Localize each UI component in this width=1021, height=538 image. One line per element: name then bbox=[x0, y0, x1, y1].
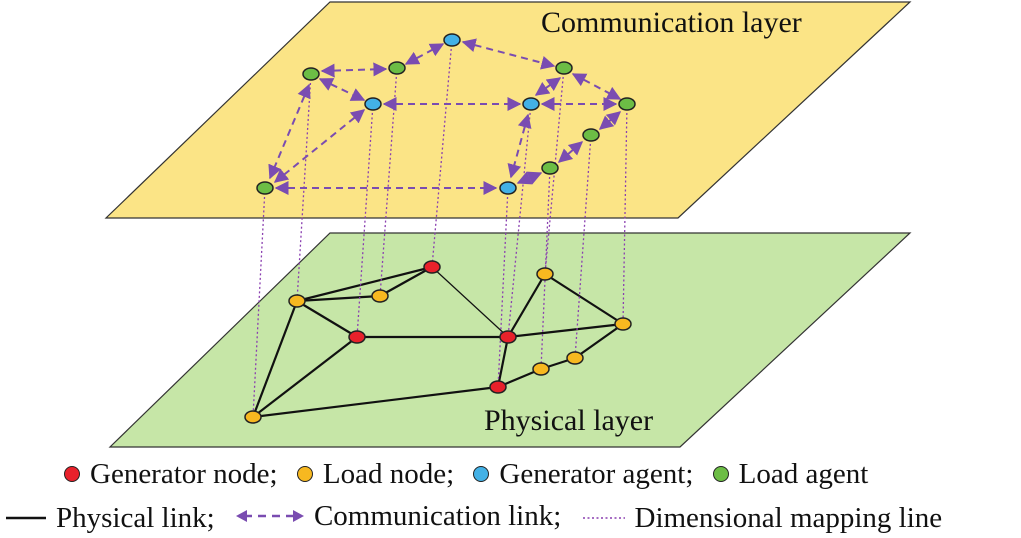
load-agent bbox=[555, 61, 573, 75]
generator-agent bbox=[443, 33, 461, 47]
load-node bbox=[244, 410, 262, 424]
physical-link bbox=[507, 273, 546, 338]
generator-agent bbox=[522, 97, 540, 111]
physical-link bbox=[296, 300, 358, 338]
legend-generator-node: Generator node; bbox=[64, 458, 278, 490]
load-node bbox=[614, 317, 632, 331]
generator-node-swatch bbox=[64, 466, 80, 482]
physical-link bbox=[252, 336, 358, 418]
physical-link bbox=[379, 266, 433, 297]
physical-link bbox=[574, 323, 624, 359]
legend-communication-link: Communication link; bbox=[234, 500, 561, 532]
communication-link bbox=[507, 113, 532, 179]
generator-agent bbox=[499, 181, 517, 195]
load-agent-swatch bbox=[712, 466, 729, 482]
physical-link bbox=[296, 265, 433, 303]
load-node bbox=[288, 294, 306, 308]
generator-agent bbox=[364, 97, 382, 111]
communication-link-swatch bbox=[235, 510, 304, 522]
physical-link bbox=[496, 336, 510, 388]
communication-link bbox=[461, 38, 556, 70]
communication-links bbox=[268, 38, 622, 195]
generator-node bbox=[489, 380, 507, 394]
legend-generator-agent-label: Generator agent; bbox=[499, 458, 694, 490]
mapping-line bbox=[431, 39, 453, 268]
load-node-swatch bbox=[296, 466, 313, 482]
communication-link bbox=[516, 171, 543, 185]
physical-link bbox=[251, 300, 299, 418]
legend-mapping-line-label: Dimensional mapping line bbox=[634, 502, 943, 534]
communication-link bbox=[318, 78, 366, 101]
mapping-line-swatch bbox=[582, 517, 625, 519]
mapping-line bbox=[544, 67, 565, 275]
load-agent bbox=[582, 128, 600, 142]
communication-link bbox=[571, 73, 622, 100]
legend-load-node-label: Load node; bbox=[322, 458, 455, 490]
physical-link bbox=[507, 322, 624, 339]
layered-network-diagram: Communication layer Physical layer bbox=[104, 1, 912, 448]
legend-physical-link-label: Physical link; bbox=[56, 502, 215, 534]
legend-load-agent-label: Load agent bbox=[738, 458, 869, 490]
mapping-line bbox=[622, 103, 628, 325]
legend-communication-link-label: Communication link; bbox=[313, 500, 562, 532]
load-node bbox=[566, 351, 584, 365]
legend-generator-agent: Generator agent; bbox=[473, 458, 693, 490]
communication-link bbox=[598, 111, 622, 130]
legend-load-node: Load node; bbox=[296, 458, 455, 490]
load-agent bbox=[256, 181, 274, 195]
load-agent bbox=[541, 161, 559, 175]
load-node bbox=[532, 362, 550, 376]
generator-node bbox=[423, 260, 441, 274]
legend-generator-node-label: Generator node; bbox=[90, 458, 278, 490]
physical-link-swatch bbox=[6, 516, 46, 520]
communication-link bbox=[557, 141, 584, 163]
legend-mapping-line: Dimensional mapping line bbox=[581, 502, 943, 534]
physical-layer-label: Physical layer bbox=[484, 404, 653, 437]
physical-link bbox=[544, 273, 624, 325]
physical-link bbox=[296, 294, 381, 303]
communication-link bbox=[534, 77, 562, 96]
generator-node bbox=[499, 330, 517, 344]
generator-agent-swatch bbox=[473, 466, 490, 482]
communication-agents bbox=[256, 33, 636, 195]
generator-node bbox=[348, 330, 366, 344]
legend-line-types: Physical link; Communication link; Dimen… bbox=[0, 499, 1021, 534]
load-agent bbox=[388, 61, 406, 75]
mapping-line bbox=[356, 103, 374, 338]
mapping-line bbox=[574, 134, 592, 359]
mapping-line bbox=[507, 103, 532, 338]
physical-link bbox=[431, 266, 509, 338]
load-agent bbox=[618, 97, 636, 111]
communication-link bbox=[320, 62, 388, 78]
load-node bbox=[536, 267, 554, 281]
legend-load-agent: Load agent bbox=[712, 458, 869, 490]
physical-link bbox=[252, 385, 499, 419]
mapping-line bbox=[497, 187, 509, 388]
physical-links bbox=[251, 265, 624, 419]
load-agent bbox=[302, 67, 320, 81]
legend-node-types: Generator node; Load node; Generator age… bbox=[0, 457, 1021, 490]
physical-nodes bbox=[244, 260, 632, 424]
communication-layer-label: Communication layer bbox=[541, 6, 802, 39]
legend-physical-link: Physical link; bbox=[4, 502, 215, 534]
load-node bbox=[371, 289, 389, 303]
